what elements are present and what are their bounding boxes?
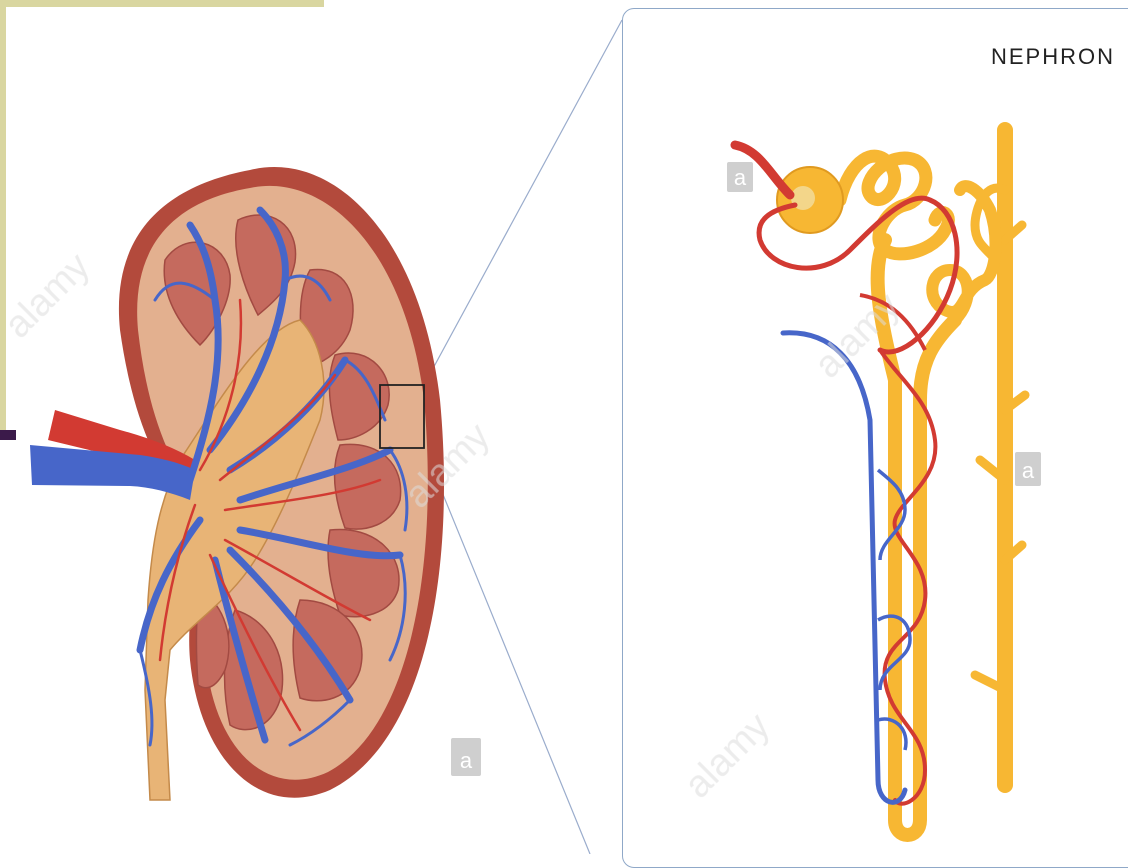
venule [783,333,905,803]
watermark-letter-3: a [460,748,473,773]
kidney-cross-section [30,167,444,800]
watermark-letter-2: a [1022,458,1035,483]
zoom-line-top [424,20,622,385]
watermark-letter-1: a [734,165,747,190]
watermark-brand-1: alamy [0,245,98,346]
nephron-diagram [735,130,1025,835]
zoom-line-bottom [424,448,590,854]
watermark-tiles [451,162,1041,776]
watermark-brand-4: alamy [677,705,778,806]
nephron-title: NEPHRON [930,44,1115,70]
proximal-convoluted-tubule [840,156,948,254]
